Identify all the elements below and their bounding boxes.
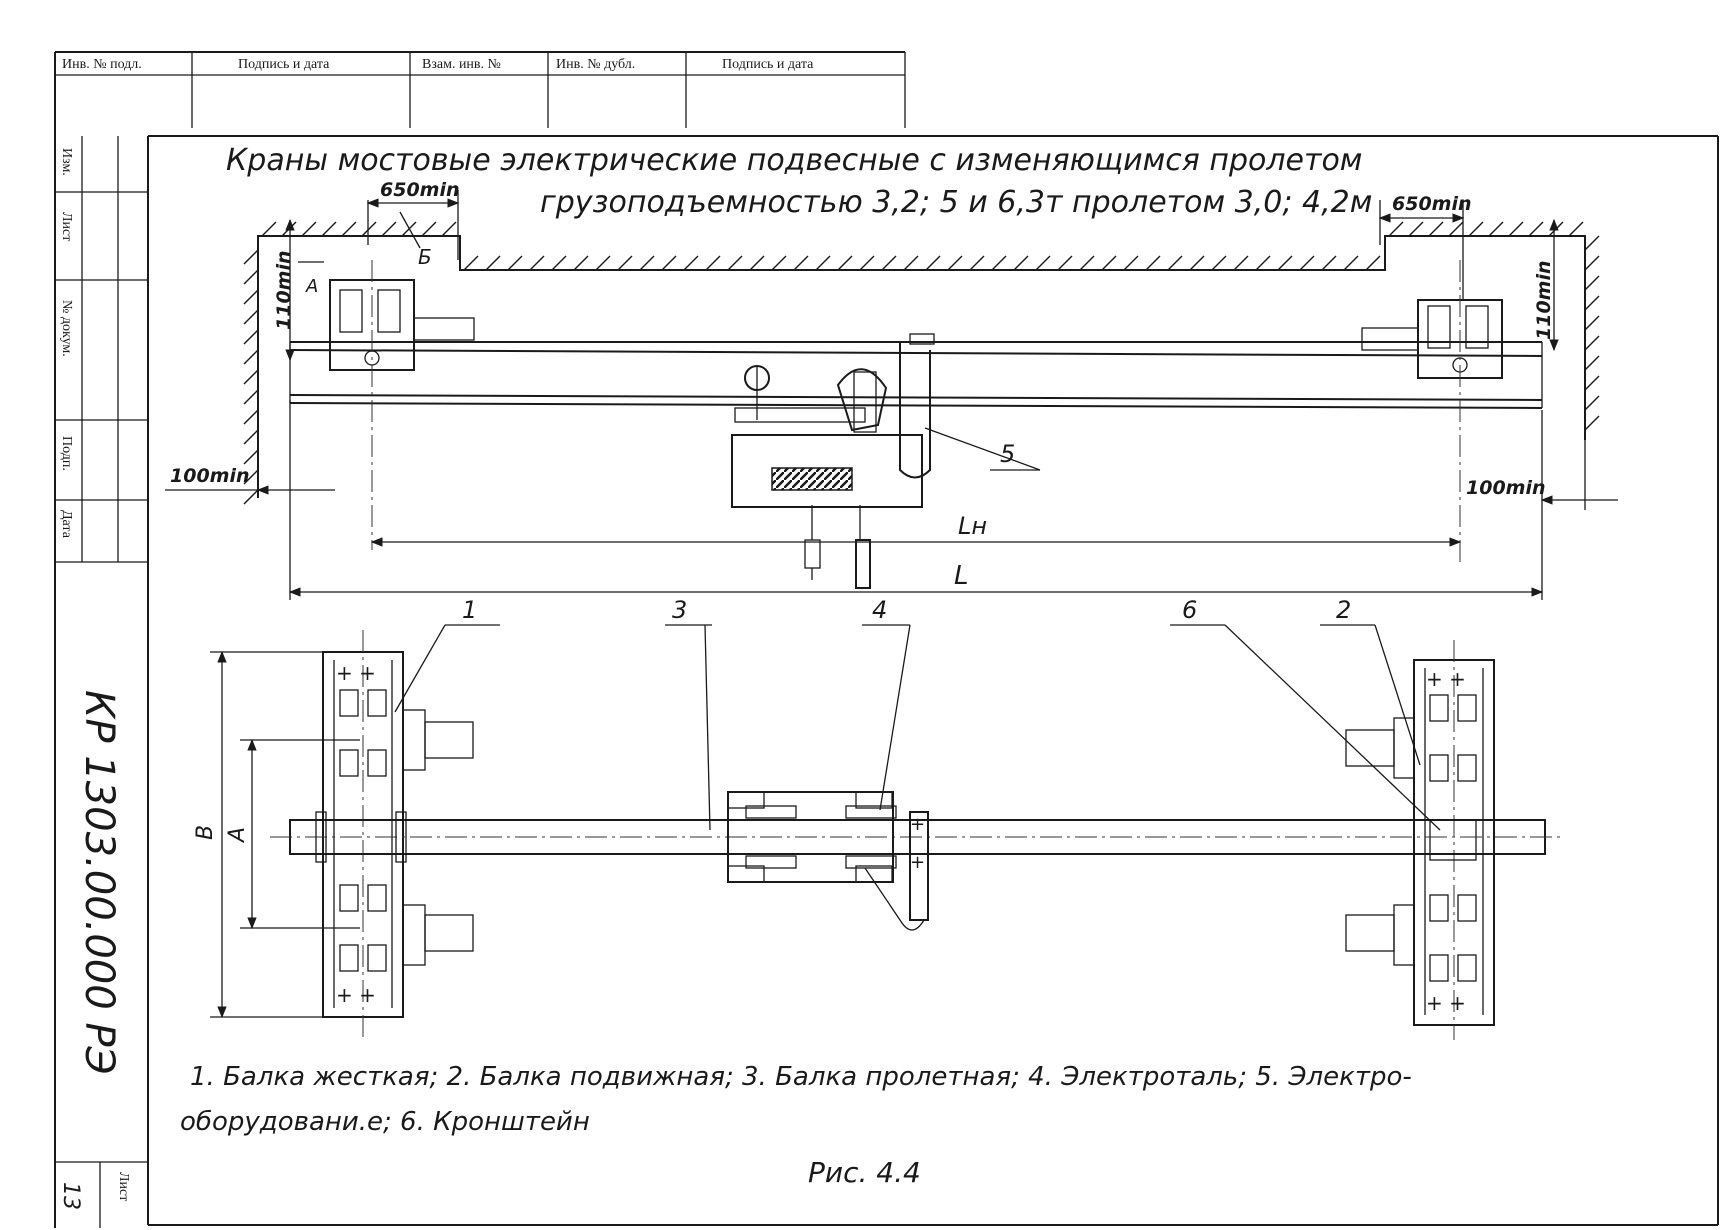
movable-beam-right: + + + + [1345, 640, 1495, 1040]
section-b-label: Б [418, 245, 432, 269]
callout-1: 1 [394, 596, 500, 713]
callout-3-label: 3 [672, 596, 687, 624]
sheet-label: Лист [116, 1172, 131, 1201]
svg-text:+ +: + + [336, 983, 376, 1007]
callout-5: 5 [924, 427, 1041, 471]
dimension-clearance-right: 650min [1378, 193, 1472, 300]
span-inner-label: Lн [958, 512, 987, 540]
stamp-cell-dubl: Инв. № дубл. [556, 57, 635, 72]
stamp-cell-vzam: Взам. инв. № [422, 57, 501, 72]
sheet-number: 13 [58, 1182, 83, 1210]
svg-text:+ +: + + [336, 661, 376, 685]
left-end-carriage [329, 260, 475, 550]
stamp-cell-signature-2: Подпись и дата [722, 57, 814, 72]
callout-2-label: 2 [1336, 596, 1351, 624]
width-b-label: В [193, 825, 218, 840]
side-cell-dokum: № докум. [59, 300, 74, 357]
svg-text:+ +: + + [1426, 667, 1466, 691]
end-right-label: 100min [1466, 477, 1546, 499]
plan-view: + + + + + + + + [193, 596, 1560, 1040]
svg-text:+: + [910, 852, 925, 873]
callout-1-label: 1 [462, 596, 477, 624]
span-beam [270, 811, 1560, 863]
hoist-plan: + + [727, 791, 929, 931]
top-stamp-table: Инв. № подл. Подпись и дата Взам. инв. №… [55, 52, 906, 128]
drawing-frame [54, 51, 1719, 1228]
side-cell-list: Лист [59, 212, 74, 241]
side-stamp-table: Изм. Лист № докум. Подп. Дата КР 1303.00… [55, 136, 148, 1228]
dimension-end-right: 100min [1466, 440, 1618, 510]
runway-beam [289, 341, 1543, 409]
height-right-label: 110min [1533, 261, 1555, 341]
callout-6: 6 [1170, 596, 1441, 831]
side-cell-podp: Подп. [59, 436, 74, 471]
callout-3: 3 [665, 596, 712, 831]
height-left-label: 110min [273, 251, 295, 331]
callout-6-label: 6 [1182, 596, 1197, 624]
svg-text:+: + [910, 814, 925, 835]
drawing-title-line-2: грузоподъемностью 3,2; 5 и 6,3т пролетом… [540, 185, 1372, 220]
dimension-span-total: L [288, 400, 1544, 600]
callout-4: 4 [862, 596, 911, 811]
side-cell-izm: Изм. [59, 148, 74, 176]
right-end-carriage [1361, 260, 1503, 565]
document-code: КР 1303.00.000 РЭ [76, 690, 122, 1075]
figure-caption: Рис. 4.4 [808, 1156, 921, 1189]
rigid-beam-left: + + + + [322, 630, 474, 1040]
width-a-label: А [225, 827, 250, 844]
drawing-title-line-1: Краны мостовые электрические подвесные с… [226, 143, 1362, 178]
dimension-width-a: А [225, 738, 360, 930]
callout-5-label: 5 [1000, 440, 1015, 468]
electric-hoist [731, 333, 935, 589]
svg-text:+ +: + + [1426, 991, 1466, 1015]
point-a-label: А [305, 276, 318, 297]
callout-2: 2 [1320, 596, 1421, 766]
dimension-clearance-left: 650min Б [366, 179, 460, 269]
side-cell-data: Дата [59, 510, 74, 539]
clearance-right-label: 650min [1392, 193, 1472, 215]
elevation-view: 5 650min Б 650min 110min А 110min [165, 179, 1618, 600]
legend-line-1: 1. Балка жесткая; 2. Балка подвижная; 3.… [190, 1062, 1412, 1092]
end-left-label: 100min [170, 465, 250, 487]
dimension-height-right: 110min [1533, 218, 1559, 352]
dimension-span-inner: Lн [370, 512, 1462, 547]
stamp-cell-inv-podl: Инв. № подл. [62, 57, 142, 72]
callout-4-label: 4 [872, 596, 887, 624]
stamp-cell-signature-1: Подпись и дата [238, 57, 330, 72]
dimension-width-b: В [193, 650, 323, 1019]
dimension-height-left: 110min А [273, 218, 324, 362]
span-total-label: L [954, 561, 969, 591]
legend-line-2: оборудовани.е; 6. Кронштейн [180, 1107, 590, 1137]
wall-hatching [243, 221, 1600, 505]
dimension-end-left: 100min [165, 465, 335, 495]
clearance-left-label: 650min [380, 179, 460, 201]
